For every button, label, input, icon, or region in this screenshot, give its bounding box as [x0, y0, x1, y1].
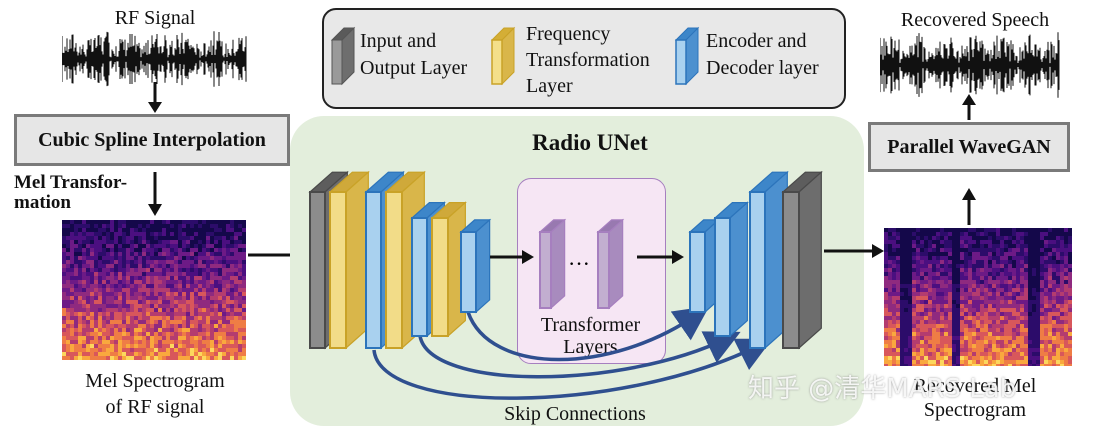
unet-layer-enc [713, 201, 749, 338]
legend-box [322, 8, 846, 109]
legend-frequency-label: Frequency Transformation Layer [526, 23, 650, 97]
unet-layers: ··· [308, 170, 823, 400]
recovered-mel-spectrogram [884, 228, 1072, 366]
arrow-rf-down [148, 82, 162, 113]
unet-layer-enc [459, 218, 492, 314]
skip-connection-arrow [418, 331, 741, 379]
input-spectrogram-caption: Mel Spectrogram of RF signal [85, 370, 225, 418]
output-spectrogram-caption: Recovered Mel Spectrogram [913, 375, 1037, 421]
arrow-wavegan-up [962, 94, 976, 120]
arrow-transformer-to-decoder [637, 250, 684, 264]
radio-unet-title: Radio UNet [532, 130, 648, 155]
unet-layer-trans [596, 218, 625, 310]
rf-waveform [62, 31, 247, 87]
speech-waveform [880, 32, 1060, 98]
arrow-out-of-unet [824, 244, 884, 258]
arrow-spec-up [962, 188, 976, 225]
recovered-speech-label: Recovered Speech [900, 9, 1050, 31]
skip-connection-arrow [372, 338, 773, 400]
legend-input-output-label: Input and Output Layer [360, 30, 468, 79]
arrow-encoder-to-transformer [490, 250, 534, 264]
legend-frequency-swatch [490, 26, 516, 86]
legend-encoder-swatch [674, 26, 700, 86]
unet-layer-gray [781, 170, 823, 350]
unet-layer-trans [538, 218, 567, 310]
rf-signal-label: RF Signal [114, 7, 196, 29]
watermark-text: 知乎 @清华MARS Lab [748, 374, 1017, 404]
skip-connections-label: Skip Connections [504, 403, 646, 425]
unet-layer-enc [748, 170, 789, 350]
legend-gray-swatch [330, 26, 356, 86]
arrow-mel-down [148, 172, 162, 216]
legend-encoder-label: Encoder and Decoder layer [706, 30, 819, 79]
mel-transformation-label: Mel Transfor- mation [14, 172, 128, 213]
transformer-ellipsis: ··· [568, 251, 590, 276]
parallel-wavegan-box: Parallel WaveGAN [868, 122, 1070, 172]
input-mel-spectrogram [62, 220, 246, 360]
cubic-spline-box: Cubic Spline Interpolation [14, 114, 290, 166]
skip-connection-arrow [466, 306, 710, 362]
transformer-layers-label: Transformer Layers [540, 314, 641, 358]
unet-layer-freq [328, 170, 370, 350]
